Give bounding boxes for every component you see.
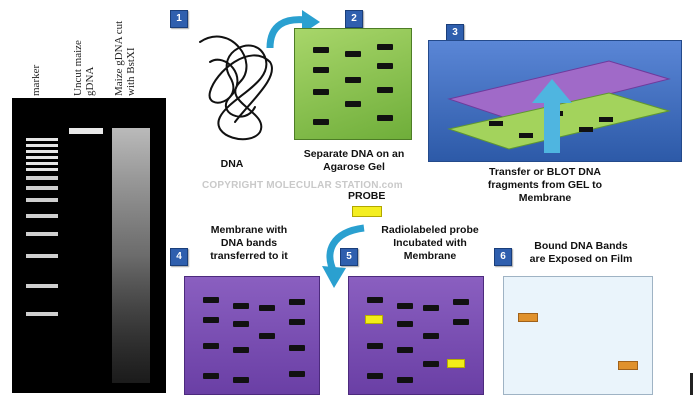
dna-strand-icon bbox=[199, 35, 273, 141]
marker-band bbox=[26, 138, 58, 141]
lane-label-cut: Maize gDNA cut with BstXI bbox=[113, 20, 137, 96]
step-3-caption: Transfer or BLOT DNA fragments from GEL … bbox=[487, 166, 603, 204]
marker-band bbox=[26, 168, 58, 171]
marker-band bbox=[26, 232, 58, 236]
step-6-caption: Bound DNA Bands are Exposed on Film bbox=[529, 240, 633, 265]
uncut-gdna-band bbox=[69, 128, 103, 134]
cut-gdna-smear bbox=[112, 128, 150, 383]
blot-layers-svg bbox=[447, 60, 671, 153]
copyright-watermark: COPYRIGHT MOLECULAR STATION.com bbox=[202, 180, 403, 191]
lane-label-marker: marker bbox=[30, 64, 42, 96]
step-4-badge: 4 bbox=[170, 248, 188, 266]
membrane bbox=[184, 276, 320, 395]
marker-band bbox=[26, 186, 58, 190]
membrane-with-probe bbox=[348, 276, 484, 395]
step-5-caption: Radiolabeled probe Incubated with Membra… bbox=[381, 224, 479, 262]
marker-ladder-bands bbox=[26, 138, 58, 316]
marker-band bbox=[26, 144, 58, 147]
probe-marker bbox=[352, 206, 382, 217]
step-5-badge: 5 bbox=[340, 248, 358, 266]
marker-band bbox=[26, 254, 58, 258]
marker-band bbox=[26, 214, 58, 218]
step-1-badge: 1 bbox=[170, 10, 188, 28]
step-4-caption: Membrane with DNA bands transferred to i… bbox=[210, 224, 288, 262]
marker-band bbox=[26, 198, 58, 202]
marker-band bbox=[26, 150, 58, 153]
probe-label: PROBE bbox=[348, 190, 386, 202]
step-1-caption: DNA bbox=[220, 158, 244, 170]
gel-photo-svg bbox=[26, 128, 150, 383]
step-2-badge: 2 bbox=[345, 10, 363, 28]
marker-band bbox=[26, 162, 58, 165]
edge-mark bbox=[690, 373, 693, 395]
marker-band bbox=[26, 312, 58, 316]
x-ray-film bbox=[503, 276, 653, 395]
blot-transfer-illustration bbox=[428, 40, 682, 162]
curved-arrow-probe bbox=[322, 224, 365, 288]
gel-electrophoresis-photo bbox=[12, 98, 166, 393]
marker-band bbox=[26, 176, 58, 180]
step-6-badge: 6 bbox=[494, 248, 512, 266]
marker-band bbox=[26, 156, 58, 159]
marker-band bbox=[26, 284, 58, 288]
agarose-gel bbox=[294, 28, 412, 140]
lane-label-uncut: Uncut maize gDNA bbox=[72, 40, 96, 96]
step-2-caption: Separate DNA on an Agarose Gel bbox=[303, 148, 405, 173]
